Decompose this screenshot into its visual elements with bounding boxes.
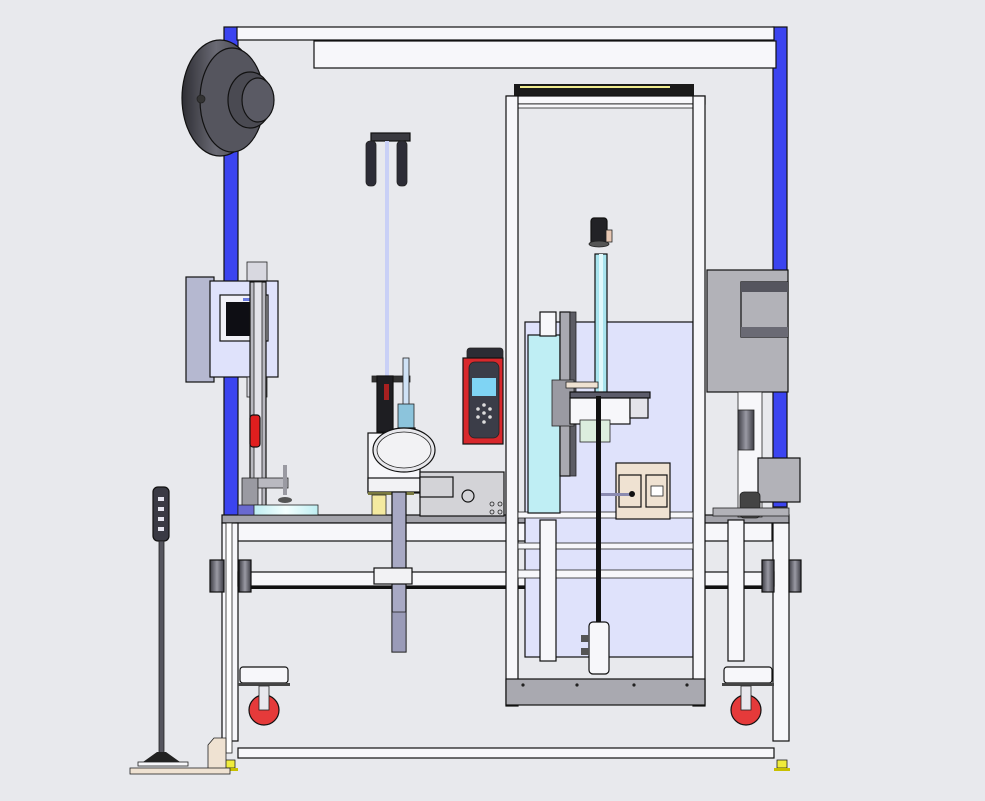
gantry-post-left — [505, 95, 519, 707]
gantry-post-right — [692, 95, 706, 707]
junction-box-icon — [601, 462, 671, 520]
electrical-cabinet-icon — [706, 269, 801, 519]
right-leg — [772, 522, 790, 742]
caster-right-icon — [722, 666, 774, 726]
bottom-rail — [237, 747, 775, 759]
right-blue-upright — [772, 26, 788, 508]
fixture-plate — [253, 504, 319, 516]
caster-left-icon — [238, 666, 290, 726]
leveler-foot-left — [224, 759, 236, 769]
overhead-light-icon — [313, 40, 777, 69]
handheld-controller-icon — [462, 347, 504, 445]
signal-tower-icon — [137, 486, 189, 767]
pendant-icon — [581, 621, 610, 675]
tube-holder-icon — [365, 132, 411, 376]
gripper-carriage — [551, 379, 651, 636]
linear-axis-icon — [594, 253, 608, 395]
gantry-base-plate — [505, 678, 706, 706]
cable-reel-icon — [181, 39, 275, 157]
drop-cable — [596, 396, 601, 636]
controller-unit-icon — [419, 471, 505, 517]
material-tube — [385, 141, 389, 376]
red-clamp-handle — [249, 414, 261, 448]
toggle-clamp-icon — [237, 281, 319, 516]
handheld-screen — [472, 378, 496, 396]
top-beam — [236, 26, 775, 41]
turntable-icon — [367, 427, 436, 653]
leveler-foot-right — [776, 759, 788, 769]
z-axis-motor-icon — [588, 217, 613, 248]
